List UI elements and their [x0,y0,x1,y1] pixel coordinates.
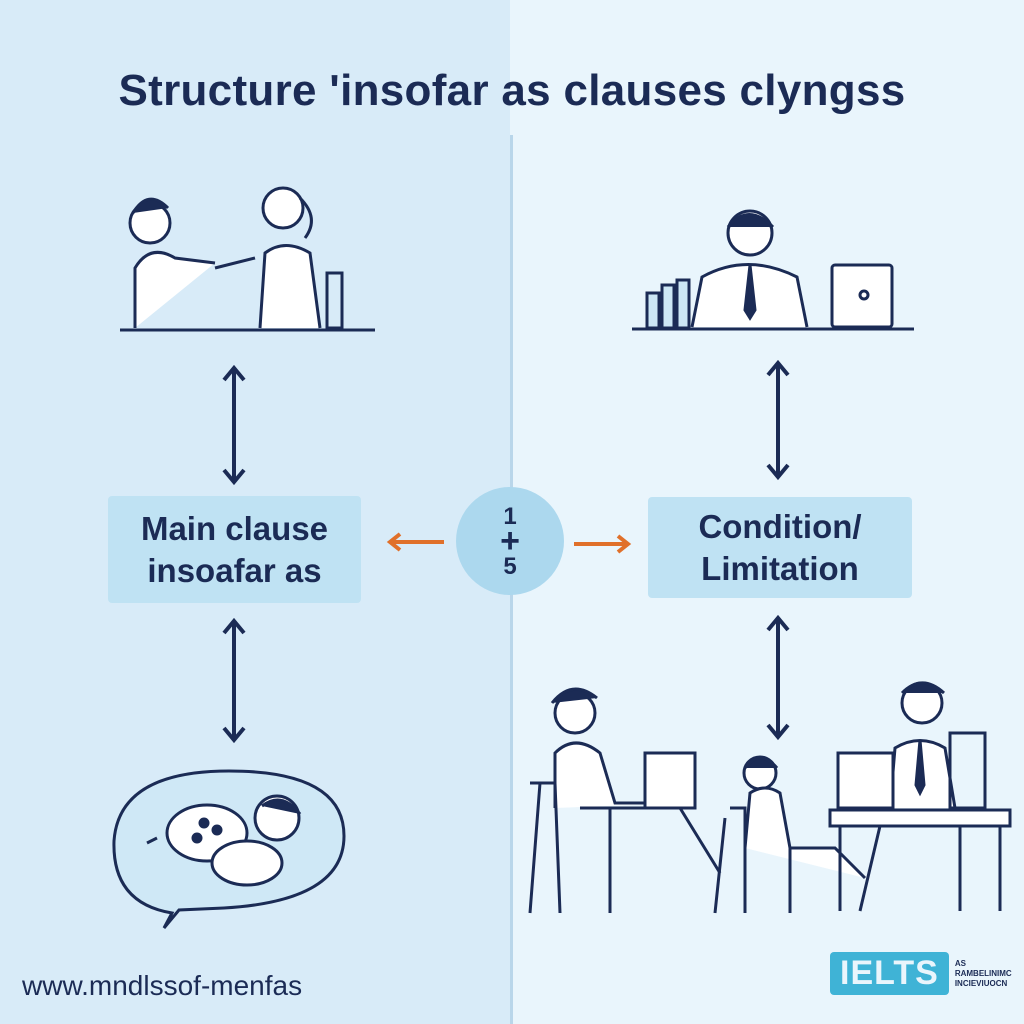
condition-line2: Limitation [701,549,859,587]
ielts-logo-mark: IELTS [830,952,949,995]
two-people-handshake-icon [120,186,375,332]
main-clause-line2: insoafar as [147,551,322,589]
circle-bottom: 5 [503,552,517,580]
center-circle: 1 + 5 [456,487,564,595]
orange-arrow-right-icon [574,534,632,554]
ielts-logo-tagline: AS RAMBELINIMC INCIEVIUOCN [954,958,1012,988]
circle-top: 1 [503,502,517,530]
double-arrow-icon [766,359,790,481]
double-arrow-icon [766,614,790,741]
sleeping-person-speech-bubble-icon [112,769,346,929]
double-arrow-icon [222,364,246,486]
main-clause-line1: Main clause [140,509,329,547]
ielts-logo: IELTS AS RAMBELINIMC INCIEVIUOCN [830,952,1024,995]
condition-box: Condition/ Limitation [648,497,912,598]
people-at-laptops-icon [528,681,1012,914]
page-title: Structure 'insofar as clauses clyngss [118,66,906,115]
footer-url[interactable]: www.mndlssof-menfas [22,970,303,1001]
double-arrow-icon [222,617,246,744]
condition-line1: Condition/ [698,507,862,545]
businessman-at-desk-icon [632,209,914,331]
circle-middle: + [500,521,520,560]
main-clause-box: Main clause insoafar as [108,496,361,603]
orange-arrow-left-icon [386,532,444,552]
